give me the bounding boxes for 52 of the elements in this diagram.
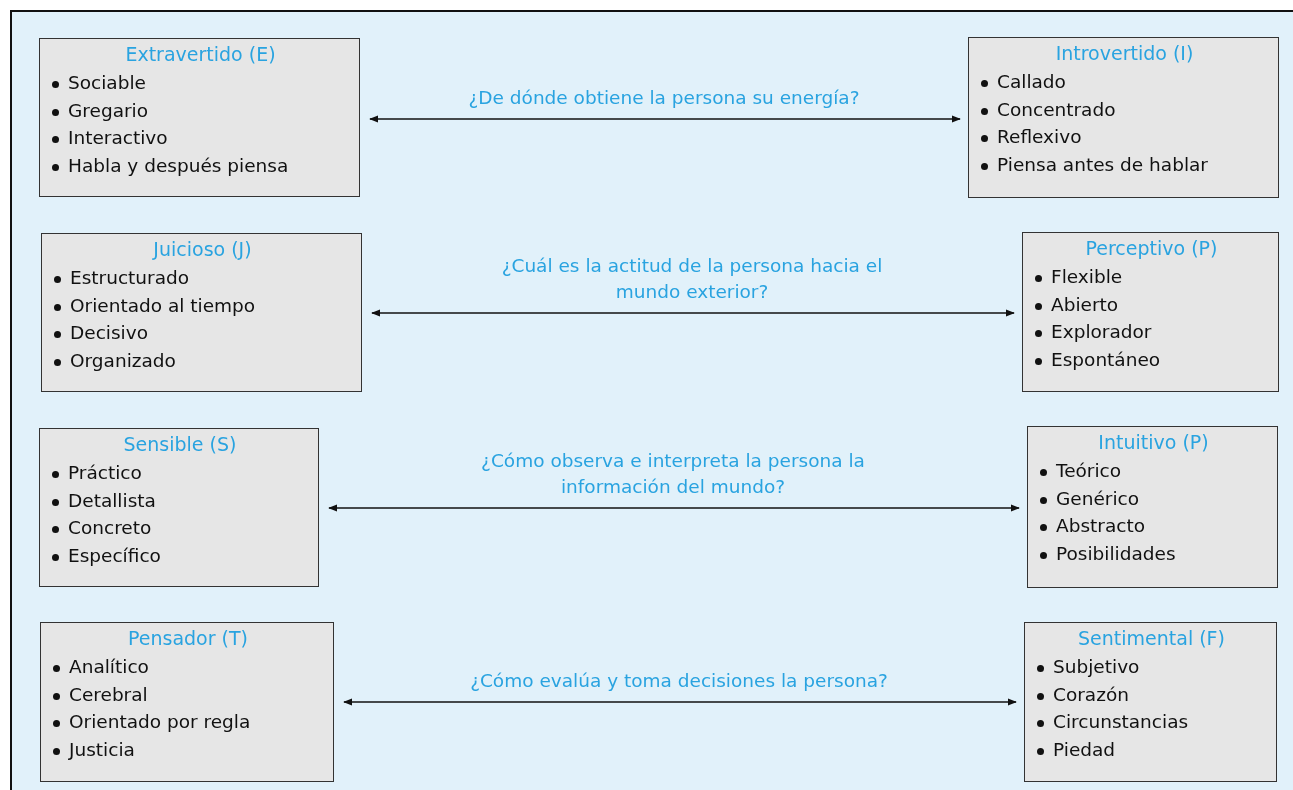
trait-heading: Sensible (S) [122, 433, 238, 455]
trait-item: Reflexivo [979, 123, 1270, 151]
trait-item: Orientado por regla [51, 708, 325, 736]
trait-box [39, 38, 360, 197]
trait-item: Cerebral [51, 680, 325, 708]
trait-box [41, 233, 362, 392]
trait-box [968, 37, 1279, 198]
trait-item: Callado [979, 68, 1270, 96]
trait-item: Justicia [51, 735, 325, 763]
trait-item: Detallista [50, 486, 310, 514]
trait-item: Interactivo [50, 124, 351, 152]
trait-heading: Pensador (T) [127, 627, 249, 649]
trait-item: Piensa antes de hablar [979, 150, 1270, 178]
trait-box [40, 622, 334, 782]
trait-item: Sociable [50, 69, 351, 97]
trait-item: Analítico [51, 653, 325, 681]
trait-box [39, 428, 319, 587]
trait-item: Flexible [1033, 263, 1270, 291]
trait-item: Corazón [1035, 680, 1268, 708]
double-arrow [369, 115, 961, 123]
trait-box [1024, 622, 1277, 782]
double-arrow [371, 309, 1015, 317]
trait-item: Estructurado [52, 264, 353, 292]
trait-box [1022, 232, 1279, 392]
trait-item: Decisivo [52, 319, 353, 347]
trait-item: Organizado [52, 346, 353, 374]
trait-item: Espontáneo [1033, 345, 1270, 373]
trait-heading: Sentimental (F) [1077, 627, 1226, 649]
double-arrow [328, 504, 1020, 512]
trait-item: Concreto [50, 514, 310, 542]
trait-item: Teórico [1038, 457, 1269, 485]
trait-item: Orientado al tiempo [52, 291, 353, 319]
trait-heading: Introvertido (I) [1054, 42, 1195, 64]
trait-heading: Juicioso (J) [151, 238, 253, 260]
trait-item: Subjetivo [1035, 653, 1268, 681]
trait-box [1027, 426, 1278, 588]
trait-item: Piedad [1035, 735, 1268, 763]
trait-item: Concentrado [979, 95, 1270, 123]
trait-item: Explorador [1033, 318, 1270, 346]
trait-heading: Extravertido (E) [124, 43, 277, 65]
trait-item: Habla y después piensa [50, 151, 351, 179]
trait-item: Posibilidades [1038, 539, 1269, 567]
trait-item: Práctico [50, 459, 310, 487]
trait-heading: Intuitivo (P) [1097, 431, 1210, 453]
trait-item: Circunstancias [1035, 708, 1268, 736]
trait-item: Gregario [50, 96, 351, 124]
trait-item: Abierto [1033, 290, 1270, 318]
double-arrow [343, 698, 1017, 706]
trait-item: Genérico [1038, 484, 1269, 512]
trait-item: Específico [50, 541, 310, 569]
trait-item: Abstracto [1038, 512, 1269, 540]
trait-heading: Perceptivo (P) [1084, 237, 1219, 259]
